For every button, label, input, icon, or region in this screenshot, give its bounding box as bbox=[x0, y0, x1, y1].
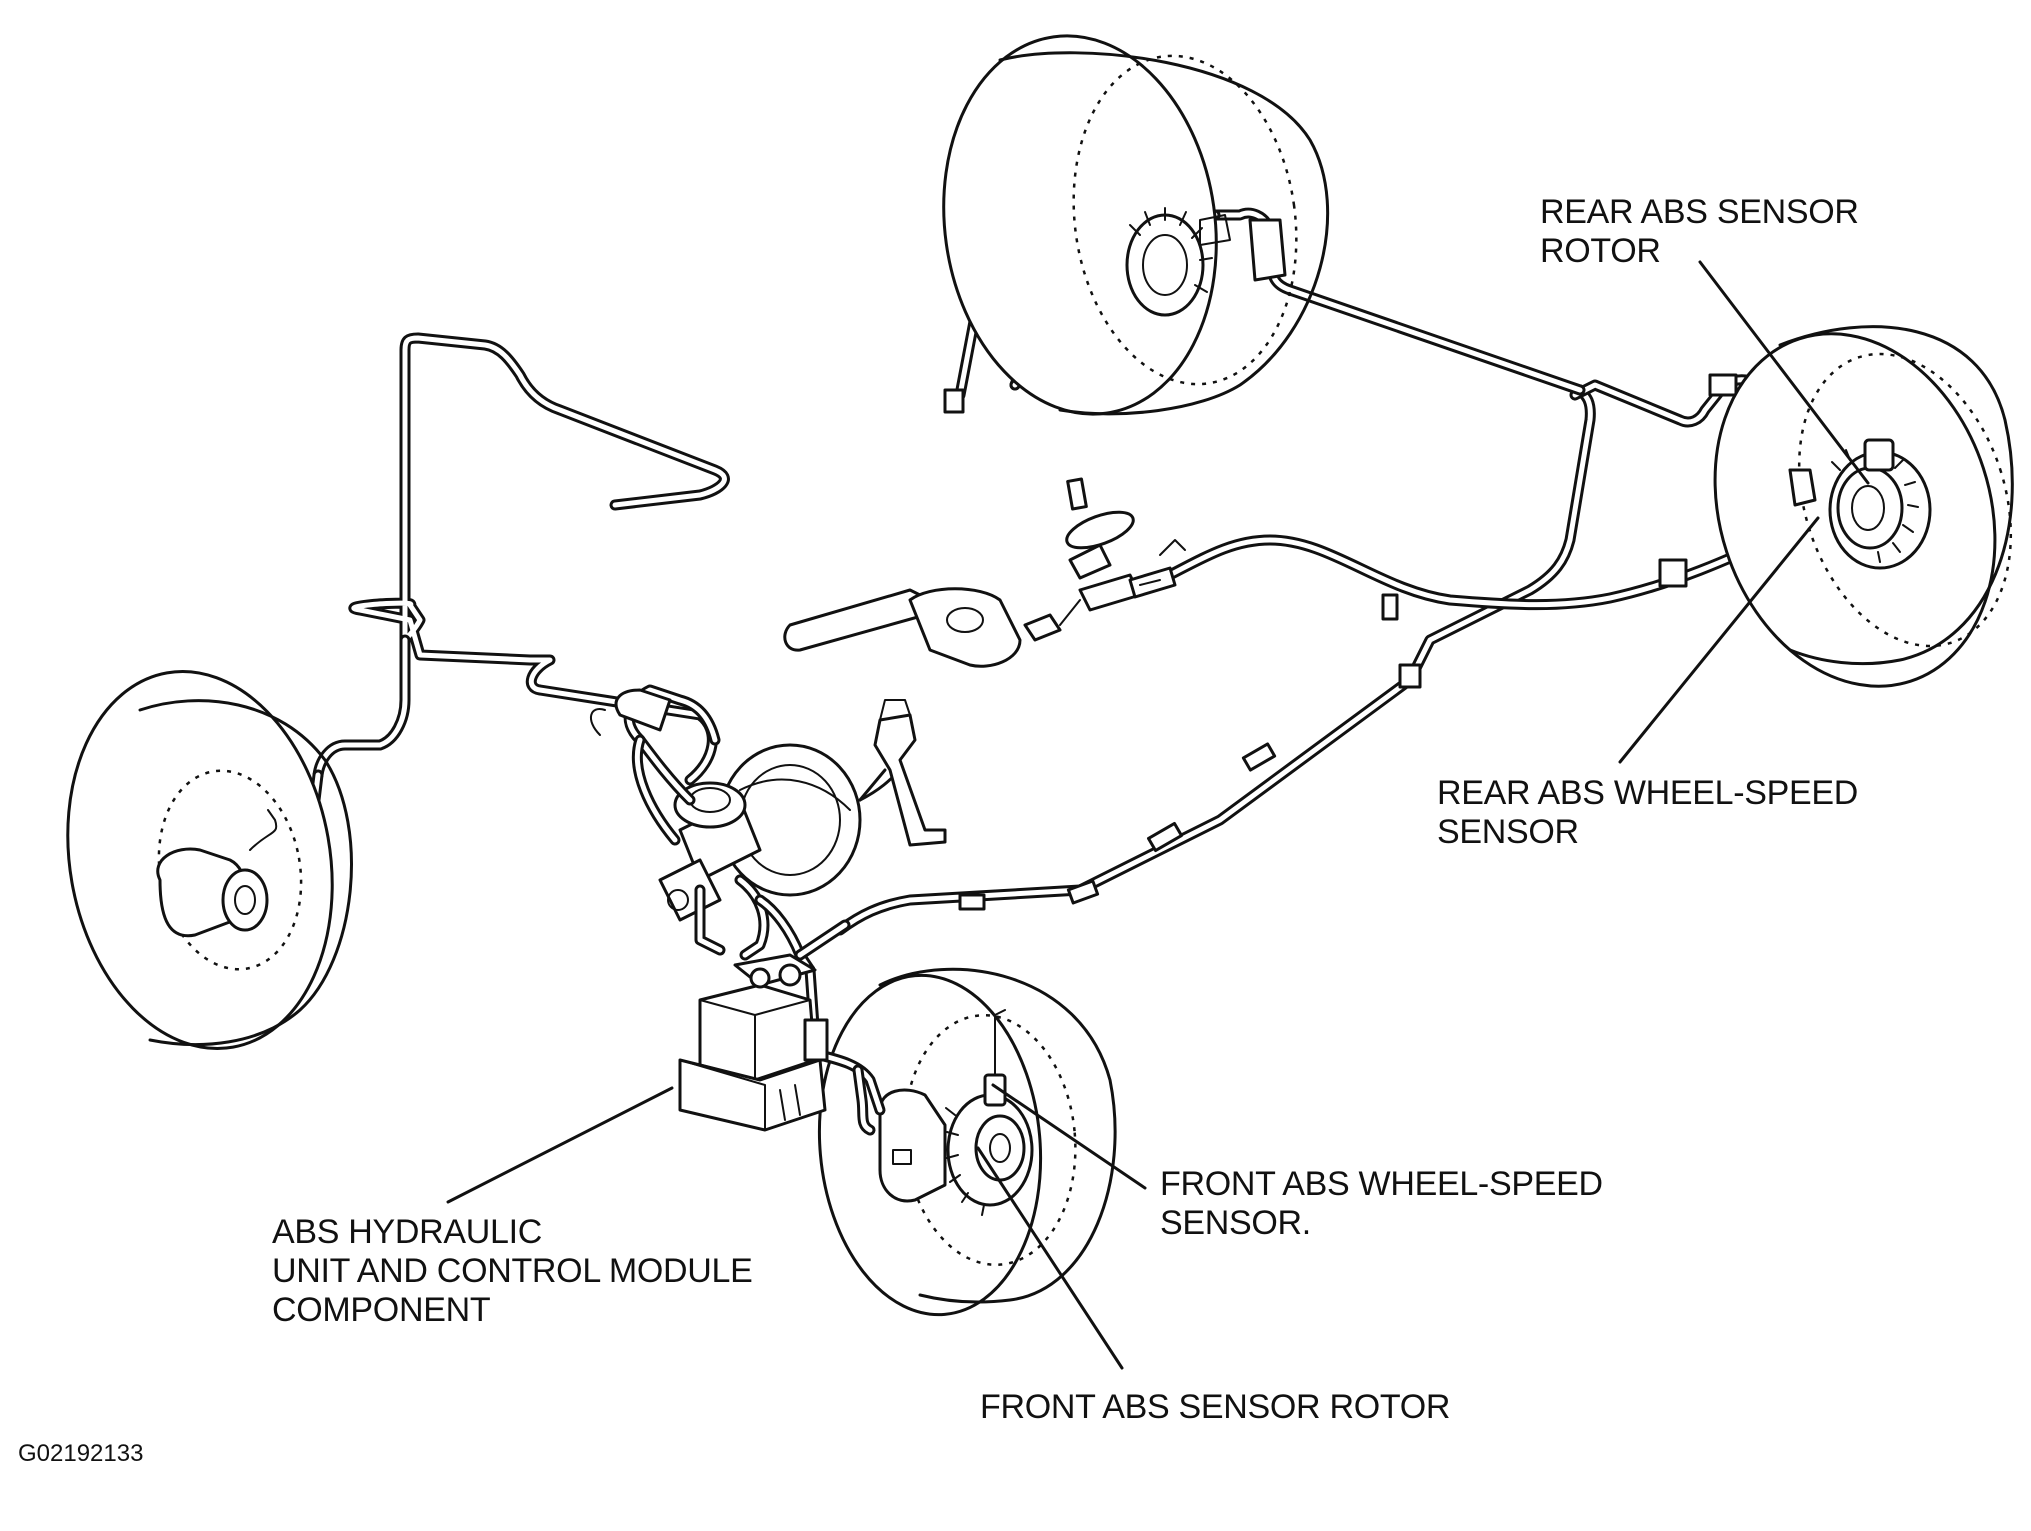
leader-front-rotor bbox=[976, 1146, 1124, 1370]
front-rotor-label-line1: FRONT ABS SENSOR ROTOR bbox=[980, 1388, 1451, 1426]
front-sensor-label-line1: FRONT ABS WHEEL-SPEED bbox=[1160, 1165, 1603, 1203]
rear-sensor-label: REAR ABS WHEEL-SPEED SENSOR bbox=[1437, 774, 1858, 852]
rear-left-wheel bbox=[942, 34, 1330, 416]
leader-rear-sensor bbox=[1618, 516, 1820, 764]
reservoir-hoses bbox=[590, 684, 721, 846]
leader-rear-rotor bbox=[1698, 260, 1870, 485]
figure-id: G02192133 bbox=[18, 1440, 144, 1467]
leader-lines bbox=[446, 260, 1870, 1370]
hydraulic-unit-label-line3: COMPONENT bbox=[272, 1291, 491, 1329]
abs-hydraulic-unit bbox=[678, 953, 829, 1132]
leader-front-sensor bbox=[991, 1083, 1147, 1190]
rear-rotor-label-line2: ROTOR bbox=[1540, 232, 1661, 270]
hydraulic-unit-label: ABS HYDRAULIC UNIT AND CONTROL MODULE CO… bbox=[272, 1213, 753, 1330]
front-left-wheel bbox=[66, 670, 353, 1050]
rear-rotor-label: REAR ABS SENSOR ROTOR bbox=[1540, 193, 1859, 271]
hydraulic-unit-label-line2: UNIT AND CONTROL MODULE bbox=[272, 1252, 753, 1290]
line-clips bbox=[943, 373, 1738, 911]
front-right-wheel bbox=[814, 967, 1117, 1317]
hydraulic-unit-label-line1: ABS HYDRAULIC bbox=[272, 1213, 543, 1251]
rear-right-wheel bbox=[1713, 325, 2014, 688]
front-sensor-label: FRONT ABS WHEEL-SPEED SENSOR. bbox=[1160, 1165, 1603, 1243]
leader-hydraulic-unit bbox=[446, 1086, 674, 1204]
front-rotor-label: FRONT ABS SENSOR ROTOR bbox=[980, 1388, 1450, 1427]
parking-brake-lever bbox=[783, 510, 1186, 668]
brake-pedal bbox=[858, 699, 947, 847]
rear-sensor-label-line2: SENSOR bbox=[1437, 813, 1579, 851]
rear-sensor-label-line1: REAR ABS WHEEL-SPEED bbox=[1437, 774, 1859, 812]
rear-rotor-label-line1: REAR ABS SENSOR bbox=[1540, 193, 1859, 231]
front-sensor-label-line2: SENSOR. bbox=[1160, 1204, 1311, 1242]
